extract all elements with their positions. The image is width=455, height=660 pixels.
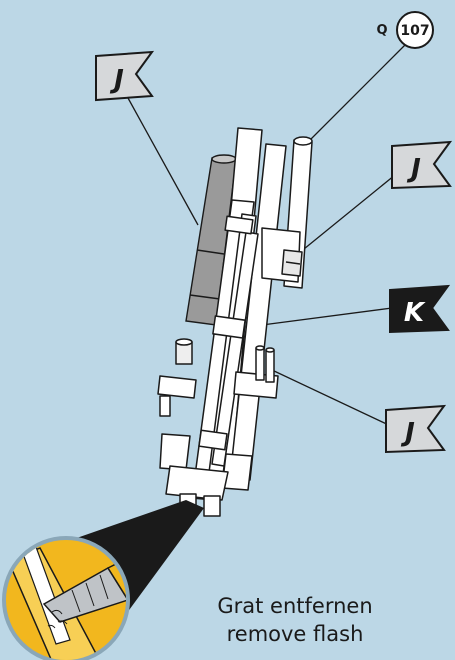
leader-k-right <box>262 308 392 325</box>
part-number: 107 <box>400 23 429 39</box>
leader-j-top-left <box>128 98 198 225</box>
caption: Grat entfernen remove flash <box>150 592 440 648</box>
callout-flag-j-right-upper: J <box>392 142 450 188</box>
flag-letter: K <box>404 298 426 328</box>
callout-flag-j-right-lower: J <box>386 406 444 452</box>
part-prefix: Q <box>376 23 387 38</box>
part-number-badge: Q 107 <box>376 12 433 48</box>
caption-german: Grat entfernen <box>150 592 440 620</box>
leader-part-107 <box>300 45 405 150</box>
caption-english: remove flash <box>150 620 440 648</box>
leader-j-right-lower <box>272 370 395 428</box>
callout-flag-k-right: K <box>390 286 448 332</box>
callout-flag-j-top-left: J <box>96 52 152 100</box>
